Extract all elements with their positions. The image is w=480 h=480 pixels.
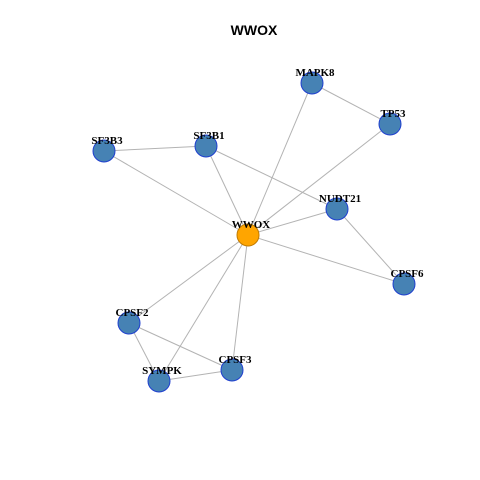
node-label-tp53: TP53 xyxy=(380,108,406,120)
node-tp53[interactable] xyxy=(378,112,402,136)
edge-sf3b1-wwox xyxy=(205,145,249,236)
edge-mapk8-wwox xyxy=(247,82,313,236)
node-mapk8[interactable] xyxy=(300,71,324,95)
edge-sf3b1-nudt21 xyxy=(205,145,338,210)
node-label-wwox: WWOX xyxy=(232,219,271,231)
edge-wwox-cpsf2 xyxy=(128,234,249,324)
edge-wwox-sympk xyxy=(158,234,249,382)
node-wwox[interactable] xyxy=(236,223,260,247)
node-label-sf3b3: SF3B3 xyxy=(91,135,123,147)
edge-wwox-cpsf3 xyxy=(231,234,249,371)
node-label-cpsf2: CPSF2 xyxy=(116,307,150,319)
node-cpsf2[interactable] xyxy=(117,311,141,335)
node-cpsf6[interactable] xyxy=(392,272,416,296)
node-sf3b3[interactable] xyxy=(92,139,116,163)
node-label-nudt21: NUDT21 xyxy=(319,193,361,205)
edge-sf3b3-wwox xyxy=(103,150,249,236)
edge-mapk8-tp53 xyxy=(311,82,391,125)
edge-cpsf2-cpsf3 xyxy=(128,322,233,371)
edge-wwox-cpsf6 xyxy=(247,234,405,285)
edge-tp53-wwox xyxy=(247,123,391,236)
node-cpsf3[interactable] xyxy=(220,358,244,382)
node-sympk[interactable] xyxy=(147,369,171,393)
node-label-mapk8: MAPK8 xyxy=(295,67,335,79)
edge-sympk-cpsf3 xyxy=(158,369,233,382)
node-nudt21[interactable] xyxy=(325,197,349,221)
node-sf3b1[interactable] xyxy=(194,134,218,158)
edge-sf3b3-sf3b1 xyxy=(103,145,207,152)
node-label-cpsf6: CPSF6 xyxy=(391,268,425,280)
edge-nudt21-wwox xyxy=(247,208,338,236)
node-label-sf3b1: SF3B1 xyxy=(193,130,224,142)
graph-title: WWOX xyxy=(231,22,278,38)
node-label-cpsf3: CPSF3 xyxy=(219,354,253,366)
node-layer xyxy=(92,71,416,393)
edge-nudt21-cpsf6 xyxy=(336,208,405,285)
node-label-sympk: SYMPK xyxy=(142,365,182,377)
